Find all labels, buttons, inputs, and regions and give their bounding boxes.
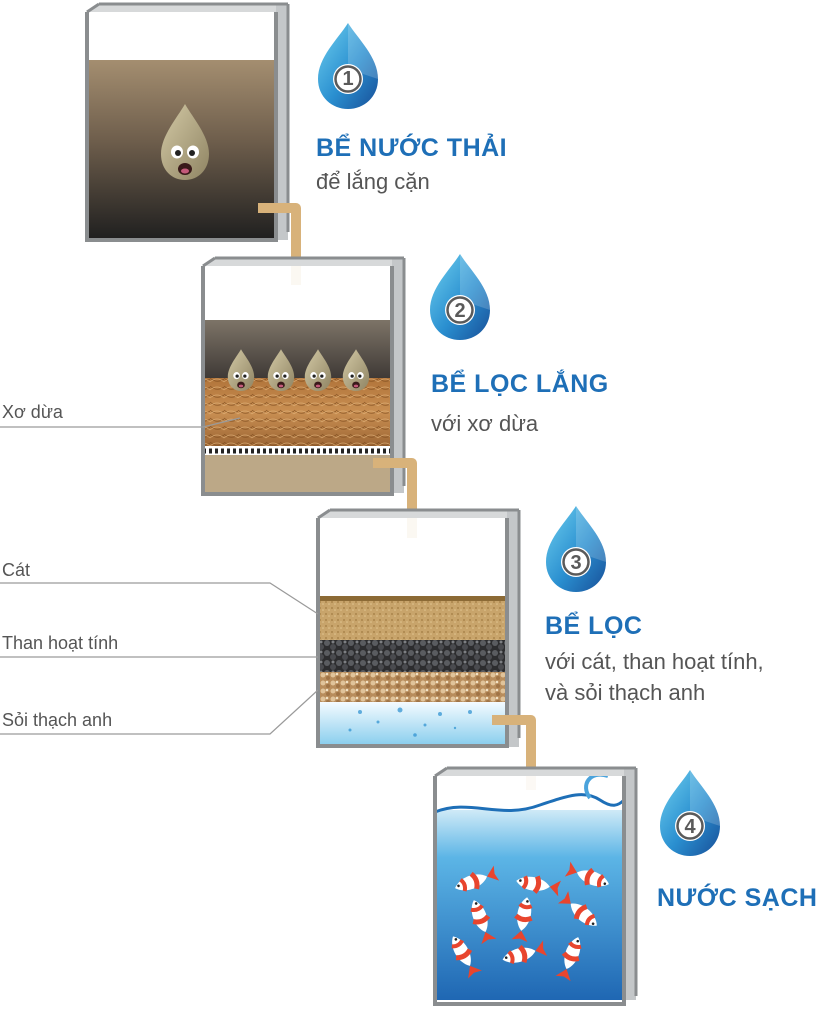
- label-sand: Cát: [2, 560, 31, 580]
- step-4-title: NƯỚC SẠCH: [657, 884, 818, 912]
- leader-line-quartz-gravel: [0, 689, 319, 735]
- leader-lines: [0, 417, 319, 735]
- leader-line-sand: [0, 582, 319, 615]
- step-3-subtitle-line-1: với cát, than hoạt tính,: [545, 649, 764, 674]
- step-2-title: BỂ LỌC LẮNG: [431, 370, 609, 398]
- step-3-title: BỂ LỌC: [545, 612, 643, 640]
- step-3-number: 3: [570, 552, 581, 574]
- step-1-number: 1: [342, 68, 353, 90]
- step-2-drop-icon: 2: [428, 252, 492, 342]
- step-4-number: 4: [684, 816, 696, 838]
- tank-3-multilayer-filter: [316, 508, 521, 748]
- step-3-drop-icon: 3: [544, 504, 608, 594]
- step-1-subtitle: để lắng cặn: [316, 169, 430, 194]
- label-coconut-fiber: Xơ dừa: [2, 402, 63, 422]
- tank-1-waste-water: [85, 2, 290, 242]
- label-quartz-gravel: Sỏi thạch anh: [2, 710, 113, 730]
- tank-4-clean-water: [433, 766, 638, 1006]
- step-3-subtitle-line-2: và sỏi thạch anh: [545, 680, 706, 705]
- label-activated-carbon: Than hoạt tính: [2, 633, 119, 653]
- step-2-number: 2: [454, 300, 465, 322]
- step-1-drop-icon: 1: [316, 21, 380, 111]
- step-4-drop-icon: 4: [658, 768, 722, 858]
- leader-line-coconut-fiber: [0, 417, 241, 428]
- step-2-subtitle: với xơ dừa: [431, 411, 539, 436]
- step-1-title: BỂ NƯỚC THẢI: [316, 134, 508, 162]
- tank-2-coir-filter: [201, 256, 406, 496]
